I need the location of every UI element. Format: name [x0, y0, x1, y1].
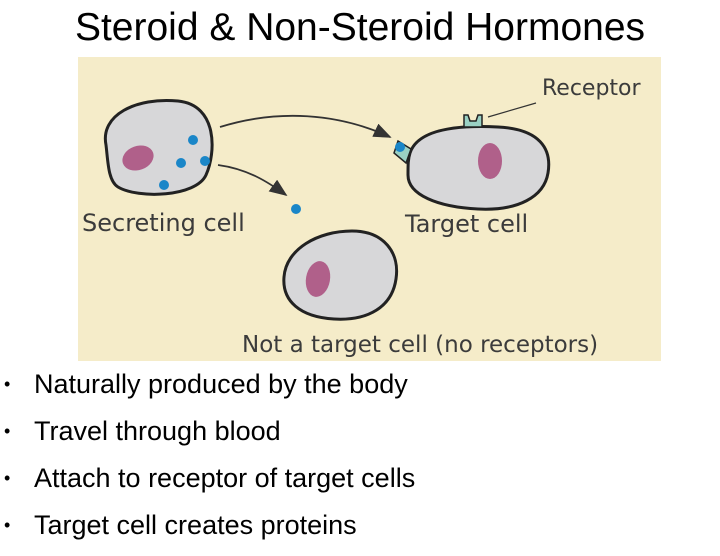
- hormone-molecule: [188, 135, 198, 145]
- receptor-pointer-line: [487, 102, 537, 118]
- bullet-text: Attach to receptor of target cells: [34, 463, 416, 493]
- bullet-item: • Attach to receptor of target cells: [0, 462, 415, 509]
- non-target-cell: [282, 229, 399, 321]
- secreting-cell-label: Secreting cell: [82, 209, 245, 237]
- bullet-text: Target cell creates proteins: [34, 510, 357, 540]
- non-target-cell-label: Not a target cell (no receptors): [242, 332, 598, 358]
- hormone-diagram-svg: Receptor Secreting cell Target cell Not …: [82, 76, 642, 358]
- hormone-molecule: [200, 156, 210, 166]
- bullet-text: Naturally produced by the body: [34, 369, 408, 399]
- bullet-dot: •: [4, 468, 11, 488]
- hormone-diagram: Receptor Secreting cell Target cell Not …: [78, 57, 661, 361]
- arrow-to-target-cell: [219, 114, 392, 138]
- bullet-text: Travel through blood: [34, 416, 281, 446]
- receptor-top: [463, 114, 483, 128]
- bullet-dot: •: [4, 421, 11, 441]
- bullet-item: • Naturally produced by the body: [0, 368, 415, 415]
- bullet-dot: •: [4, 374, 11, 394]
- bullet-list: • Naturally produced by the body • Travel …: [0, 368, 415, 556]
- bullet-item: • Target cell creates proteins: [0, 509, 415, 556]
- secreting-cell-nucleus: [122, 145, 154, 171]
- non-target-cell-nucleus: [305, 261, 331, 297]
- bound-hormone-molecule: [395, 142, 405, 152]
- target-cell-label: Target cell: [404, 210, 528, 238]
- hormone-molecule: [159, 180, 169, 190]
- target-cell-nucleus: [478, 143, 502, 179]
- bullet-item: • Travel through blood: [0, 415, 415, 462]
- bullet-dot: •: [4, 515, 11, 535]
- hormone-molecule: [176, 158, 186, 168]
- target-cell: [393, 114, 551, 211]
- receptor-label: Receptor: [542, 76, 642, 101]
- slide-title: Steroid & Non-Steroid Hormones: [74, 6, 646, 49]
- arrow-to-free-hormone: [217, 164, 288, 197]
- secreting-cell: [103, 98, 214, 196]
- hormone-molecule: [291, 204, 301, 214]
